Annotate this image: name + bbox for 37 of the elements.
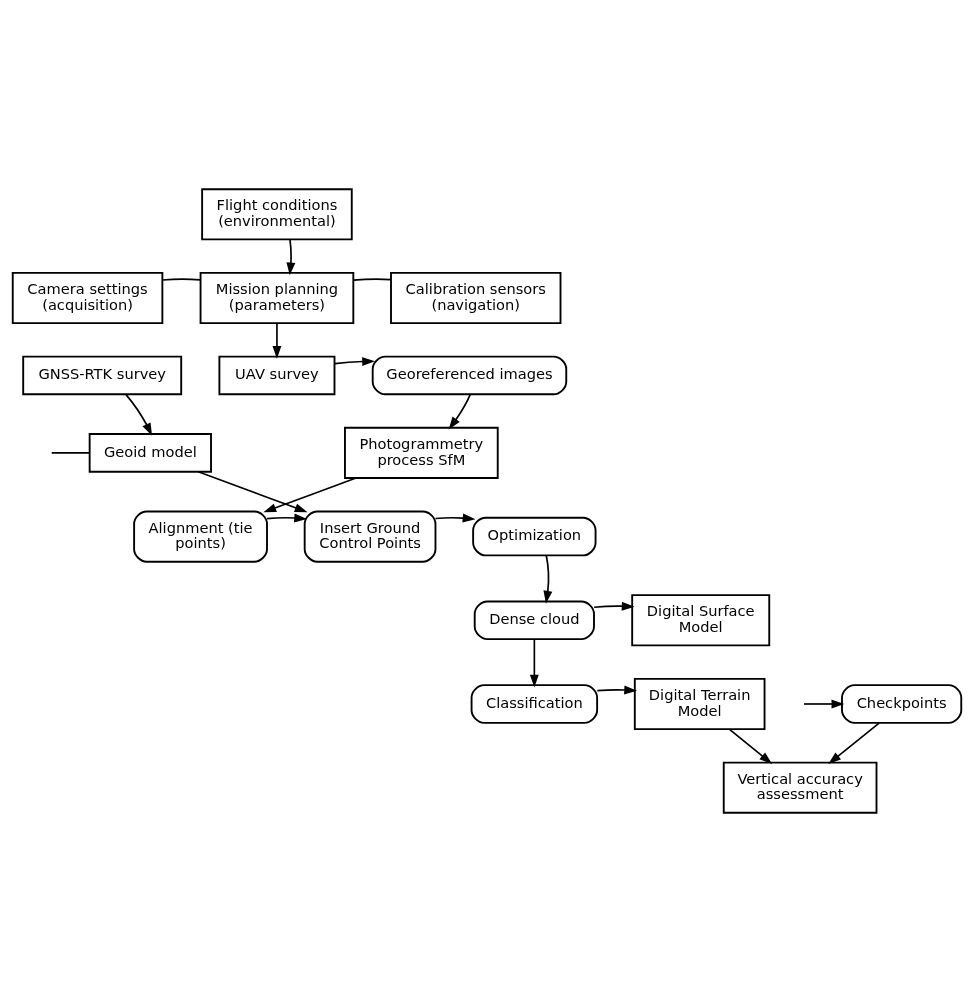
arrow: [266, 513, 308, 522]
node-box: Digital Surface Model: [631, 593, 771, 646]
node-box: Digital Terrain Model: [633, 677, 766, 730]
arrow: [334, 356, 375, 366]
node-box: Photogrammetry process SfM: [344, 426, 499, 479]
connector: [352, 277, 392, 281]
arrow: [543, 554, 553, 604]
connector: [161, 277, 201, 281]
arrow: [272, 321, 282, 359]
node-box: GNSS-RTK survey: [22, 355, 183, 395]
node-box: Dense cloud: [473, 600, 595, 640]
node-box: Georeferenced images: [371, 355, 568, 395]
node-box: Optimization: [472, 516, 597, 556]
arrow: [434, 513, 476, 522]
node-box: Alignment (tie points): [133, 510, 268, 563]
arrow: [596, 685, 637, 694]
arrow: [286, 238, 296, 275]
node-box: Classification: [470, 683, 599, 724]
node-box: Calibration sensors (navigation): [390, 271, 562, 324]
arrow: [529, 638, 539, 687]
node-box: Camera settings (acquisition): [11, 271, 164, 324]
arrow: [728, 727, 773, 764]
arrow: [593, 601, 635, 611]
node-box: UAV survey: [218, 355, 336, 395]
node-box: Vertical accuracy assessment: [722, 761, 878, 814]
arrow: [197, 470, 308, 512]
connector: [50, 451, 91, 454]
arrow: [803, 699, 845, 708]
node-box: Insert Ground Control Points: [303, 510, 437, 563]
arrow: [125, 393, 153, 436]
node-box: Flight conditions (environmental): [201, 187, 353, 240]
node-box: Mission planning (parameters): [199, 271, 355, 324]
arrow: [828, 721, 880, 764]
arrow: [263, 476, 357, 512]
node-box: Checkpoints: [841, 683, 963, 724]
node-box: Geoid model: [88, 432, 212, 473]
arrow: [448, 393, 472, 430]
